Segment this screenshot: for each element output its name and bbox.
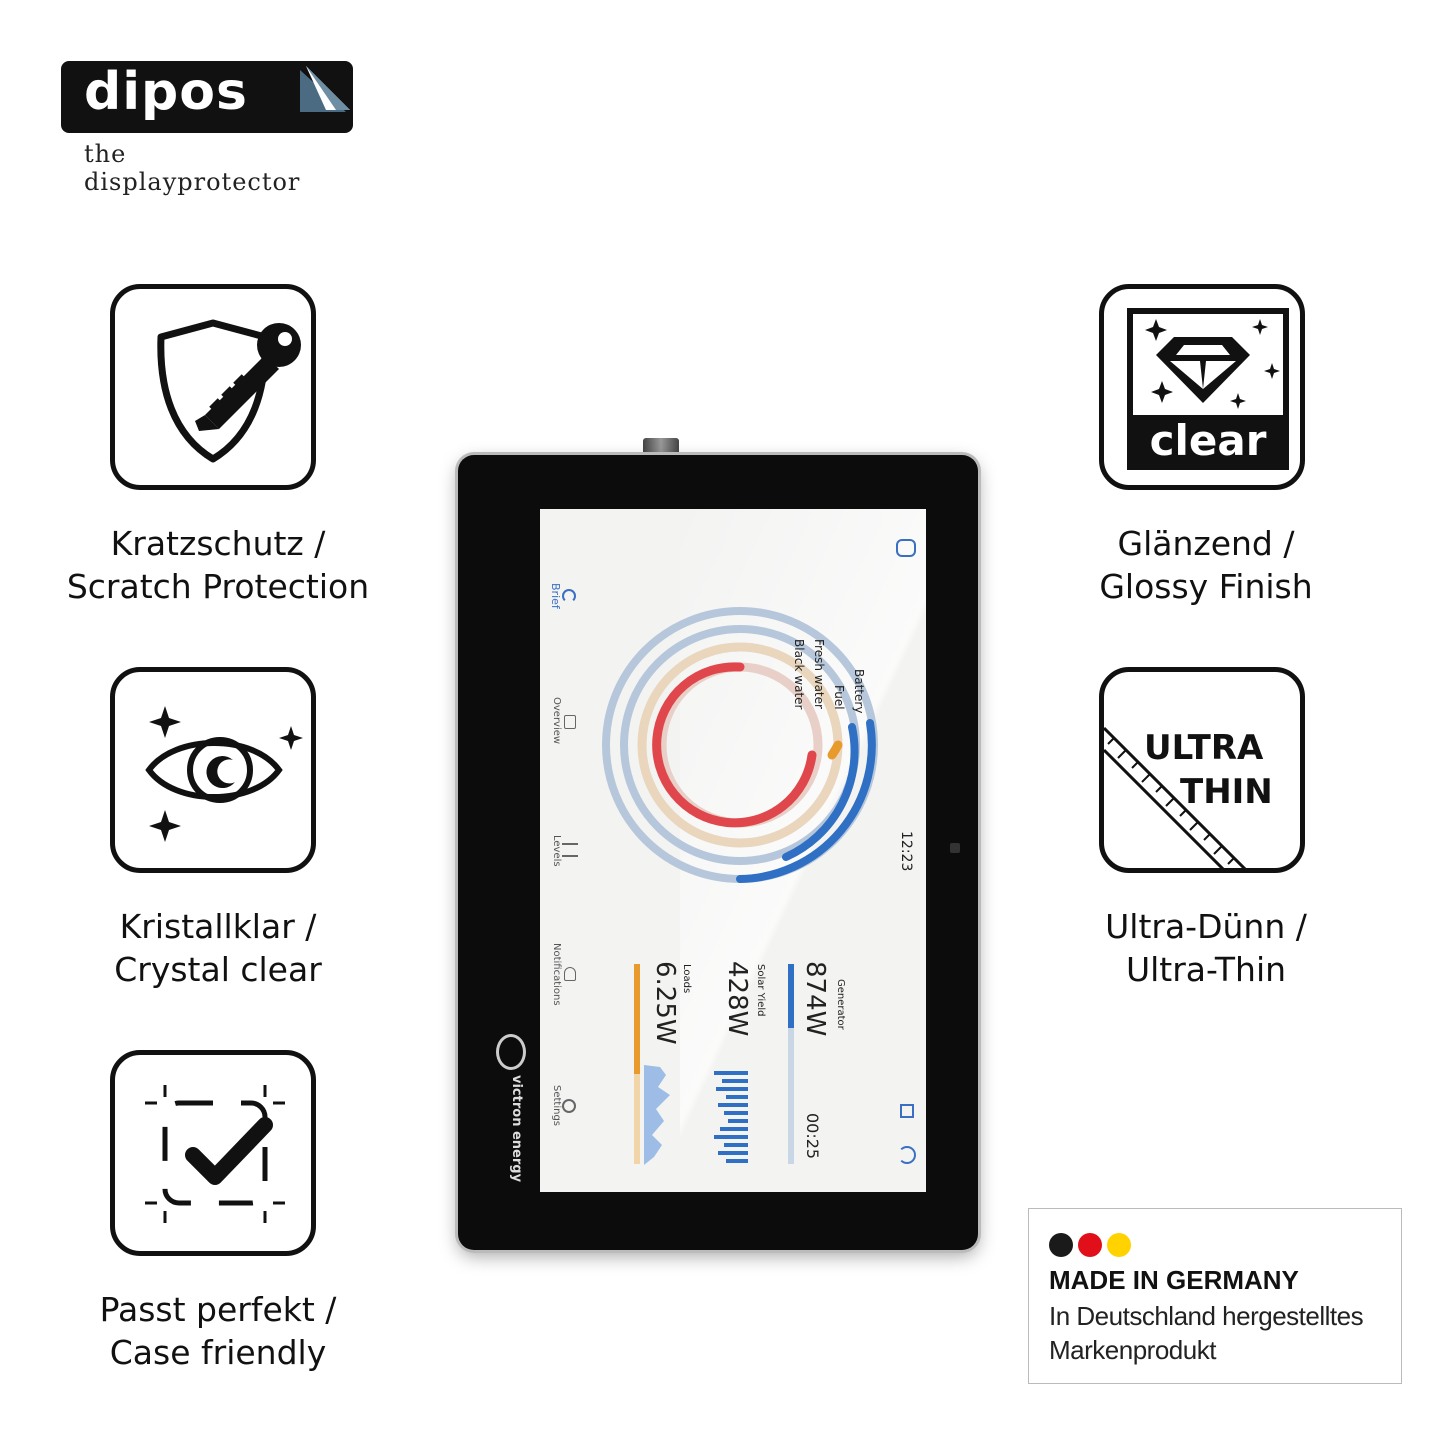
solar-value: 428W [722,961,752,1037]
flag-dot-red [1078,1233,1102,1257]
loads-label: Loads [681,964,692,994]
nav-levels[interactable]: Levels [551,835,562,867]
crystal-clear-card [110,667,316,873]
made-in-germany-title: MADE IN GERMANY [1049,1265,1299,1295]
brief-icon [562,589,576,603]
nav-brief[interactable]: Brief [549,583,562,609]
nav-notifications[interactable]: Notifications [551,943,562,1006]
device-screen: 12:23 Battery Fuel Fresh water Black wat… [540,509,926,1192]
loads-graph [644,1065,670,1165]
feature-scratch-label: Kratzschutz /Scratch Protection [66,524,370,606]
ultra-badge-line1: ULTRA [1144,728,1264,768]
made-in-germany-badge: MADE IN GERMANY In Deutschland hergestel… [1028,1208,1402,1384]
feature-crystal-label: Kristallklar /Crystal clear [114,907,322,989]
glossy-finish-card: clear [1099,284,1305,490]
loads-bar-fill [634,964,640,1074]
scratch-protection-card [110,284,316,490]
gauge-label-battery: Battery [852,669,866,714]
device-sensor [950,843,960,853]
flag-dot-gold [1107,1233,1131,1257]
gauge-label-black-water: Black water [792,639,806,710]
feature-ultrathin-label: Ultra-Dünn /Ultra-Thin [1105,907,1307,989]
checkmark-frame-icon [145,1085,285,1223]
loads-value: 6.25W [650,961,680,1045]
bell-icon [564,967,576,981]
case-friendly-card [110,1050,316,1256]
flag-dot-black [1049,1233,1073,1257]
feature-case-label: Passt perfekt /Case friendly [99,1290,337,1372]
ultra-thin-card: ULTRA THIN [1099,667,1305,873]
made-in-germany-subtitle: In Deutschland hergestelltes Markenprodu… [1049,1301,1364,1365]
nav-settings[interactable]: Settings [551,1085,562,1127]
overview-icon [564,715,576,729]
gauge-label-fresh-water: Fresh water [812,639,826,709]
diamond-clear-icon [1127,308,1289,470]
generator-bar [788,964,794,1164]
eye-sparkle-icon [145,706,303,842]
levels-icon [562,843,578,857]
sleep-icon[interactable] [898,1146,916,1164]
solar-bars [714,1071,748,1163]
gauge-label-fuel: Fuel [832,685,846,710]
toggle-icon[interactable] [896,539,916,557]
corner-peel-icon [300,66,350,112]
gear-icon [562,1099,576,1113]
shield-key-icon [157,319,301,463]
brand-tagline: the displayprotector [84,140,301,196]
screen-icon[interactable] [900,1104,914,1118]
victron-logo: victron energy [509,1075,524,1183]
device-connector [643,438,679,458]
brand-name: dipos [84,62,248,122]
ultra-thin-ruler-icon [1104,726,1247,868]
generator-label: Generator [835,979,846,1030]
feature-glossy-label: Glänzend /Glossy Finish [1099,524,1313,606]
solar-label: Solar Yield [755,964,766,1017]
gauge-rings [602,607,878,883]
clear-badge-text: clear [1149,416,1267,465]
screen-time: 12:23 [898,831,914,872]
victron-logo-mark [496,1034,526,1070]
thin-badge-line2: THIN [1180,772,1273,812]
generator-bar-fill [788,964,794,1028]
generator-timer: 00:25 [803,1113,822,1160]
generator-value: 874W [800,961,830,1037]
nav-overview[interactable]: Overview [551,697,562,745]
